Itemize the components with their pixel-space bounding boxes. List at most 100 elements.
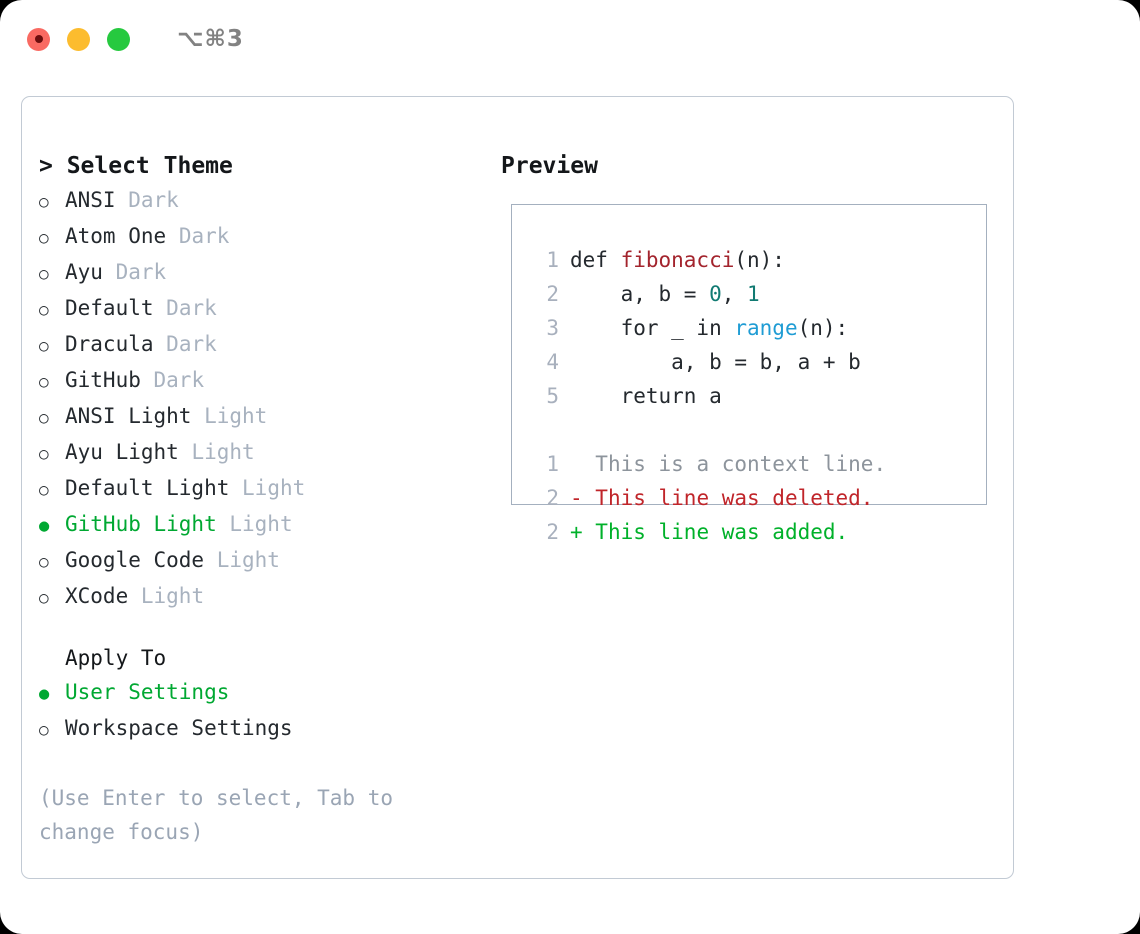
theme-option-tag: Light (216, 548, 280, 572)
apply-to-option-label: User Settings (65, 680, 230, 704)
apply-to-option[interactable]: ● User Settings (39, 675, 499, 711)
theme-option-label: Google Code (65, 548, 205, 572)
radio-unselected-icon: ○ (39, 588, 49, 607)
code-token: for _ in (570, 316, 735, 340)
title-bar: ⌥⌘3 (0, 0, 1140, 78)
code-token: return a (570, 384, 722, 408)
theme-option-label: Ayu (65, 260, 103, 284)
spacer (141, 363, 154, 397)
preview-title: Preview (501, 153, 598, 179)
theme-option[interactable]: ○ Google Code Light (39, 543, 499, 579)
spacer (103, 255, 116, 289)
code-token: fibonacci (620, 248, 735, 272)
diff-marker (570, 447, 595, 481)
theme-option-label: GitHub (65, 368, 141, 392)
theme-option-label: GitHub Light (65, 512, 217, 536)
theme-option[interactable]: ○ Default Light Light (39, 471, 499, 507)
theme-option-label: Default Light (65, 476, 230, 500)
line-number: 4 (546, 350, 559, 374)
theme-option-label: ANSI (65, 188, 116, 212)
recording-indicator-icon (34, 35, 43, 43)
radio-unselected-icon: ○ (39, 300, 49, 319)
radio-unselected-icon: ○ (39, 480, 49, 499)
close-button[interactable] (27, 27, 50, 51)
radio-unselected-icon: ○ (39, 336, 49, 355)
line-number: 5 (546, 384, 559, 408)
theme-option-tag: Dark (128, 188, 179, 212)
radio-unselected-icon: ○ (39, 552, 49, 571)
code-token: a, b = (570, 282, 710, 306)
theme-option-tag: Light (242, 476, 306, 500)
keyboard-hint-text: (Use Enter to select, Tab to change focu… (39, 786, 406, 844)
theme-option[interactable]: ● GitHub Light Light (39, 507, 499, 543)
line-number: 3 (546, 316, 559, 340)
diff-line: 1 This is a context line. (531, 447, 981, 481)
theme-option[interactable]: ○ANSI Light Light (39, 399, 499, 435)
theme-option[interactable]: ○XCode Light (39, 579, 499, 615)
theme-option-tag: Dark (178, 224, 230, 248)
radio-unselected-icon: ○ (39, 408, 49, 427)
theme-option-tag: Dark (166, 296, 217, 320)
code-token: 1 (747, 282, 760, 306)
line-number: 2 (546, 486, 559, 510)
code-line: 5 return a (531, 379, 981, 413)
radio-selected-icon: ● (39, 684, 50, 704)
keyboard-shortcut-label: ⌥⌘3 (177, 26, 244, 52)
apply-to-option[interactable]: ○ Workspace Settings (39, 711, 499, 747)
theme-option-tag: Light (204, 404, 268, 428)
theme-option[interactable]: ○ Default Dark (39, 291, 499, 327)
theme-option-tag: Light (229, 512, 293, 536)
code-line: 2 a, b = 0, 1 (531, 277, 981, 311)
radio-unselected-icon: ○ (39, 372, 49, 391)
code-token: def (570, 248, 621, 272)
theme-option[interactable]: ○Dracula Dark (39, 327, 499, 363)
radio-unselected-icon: ○ (39, 228, 49, 247)
line-number: 2 (546, 282, 559, 306)
code-token: range (734, 316, 798, 340)
diff-marker: - (570, 486, 596, 510)
spacer (116, 183, 129, 217)
radio-selected-icon: ● (39, 516, 50, 536)
code-line: 3 for _ in range(n): (531, 311, 981, 345)
spacer (179, 435, 192, 469)
diff-marker: + (570, 520, 596, 544)
theme-option-tag: Dark (153, 368, 205, 392)
theme-option[interactable]: ○ ANSI Dark (39, 183, 499, 219)
diff-text: This line was added. (595, 520, 849, 544)
code-token: a, b = b, a + b (570, 350, 861, 374)
theme-option-tag: Light (191, 440, 255, 464)
theme-option-label: Atom One (65, 224, 167, 248)
minimize-button[interactable] (67, 27, 90, 51)
apply-to-list[interactable]: ● User Settings ○ Workspace Settings (39, 675, 499, 747)
theme-option-tag: Dark (115, 260, 167, 284)
spacer (217, 507, 230, 541)
theme-list[interactable]: ○ANSI Dark○Atom One Dark○Ayu Dark○Defaul… (39, 183, 499, 615)
theme-option[interactable]: ○ GitHub Dark (39, 363, 499, 399)
theme-option-label: Default (65, 296, 154, 320)
apply-to-option-label: Workspace Settings (65, 716, 293, 740)
spacer (204, 543, 217, 577)
traffic-lights (27, 27, 130, 51)
theme-option-label: Dracula (65, 332, 154, 356)
theme-picker-panel: > Select Theme ○ANSI Dark○Atom One Dark○… (39, 149, 499, 849)
theme-option[interactable]: ○ Atom One Dark (39, 219, 499, 255)
theme-option-tag: Light (140, 584, 205, 608)
diff-text: This is a context line. (595, 452, 887, 476)
code-token: , (721, 282, 748, 306)
theme-option[interactable]: ○Ayu Light Light (39, 435, 499, 471)
diff-line: 2- This line was deleted. (531, 481, 981, 515)
apply-to-title: Apply To (65, 646, 167, 670)
maximize-button[interactable] (107, 27, 130, 51)
radio-unselected-icon: ○ (39, 720, 49, 739)
code-line: 4 a, b = b, a + b (531, 345, 981, 379)
spacer (229, 471, 242, 505)
radio-unselected-icon: ○ (39, 192, 49, 211)
spacer (166, 219, 179, 253)
spacer (191, 399, 204, 433)
theme-option[interactable]: ○Ayu Dark (39, 255, 499, 291)
